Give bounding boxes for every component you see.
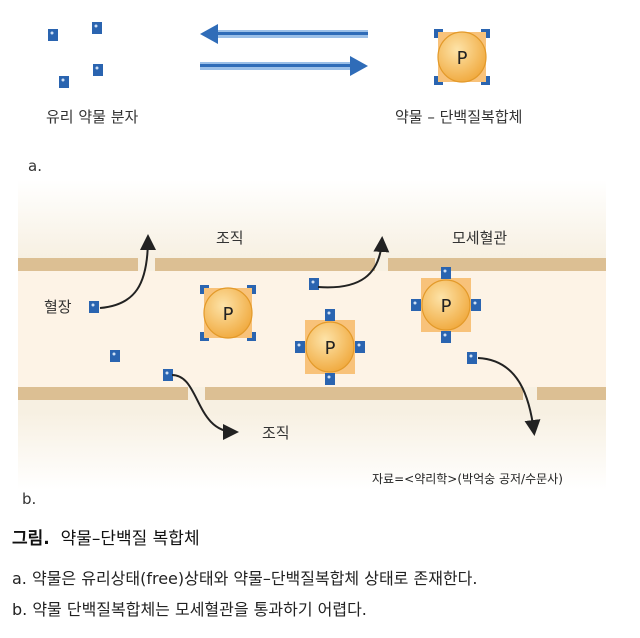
bound-drug-bracket [481, 76, 490, 85]
panel-a-letter: a. [28, 157, 42, 175]
caption-line-b: b. 약물 단백질복합체는 모세혈관을 통과하기 어렵다. [12, 600, 367, 619]
protein [437, 31, 487, 83]
drug-molecule [441, 331, 451, 343]
protein [421, 279, 471, 331]
drug-molecule [93, 64, 103, 76]
bound-drug-bracket [481, 29, 490, 38]
drug-molecule [355, 341, 365, 353]
drug-protein-complex: P [200, 285, 256, 341]
protein-letter: P [441, 296, 452, 317]
bound-drug-bracket [200, 332, 209, 341]
drug-protein-complex: P [295, 309, 365, 385]
source-credit: 자료=<약리학>(박억숭 공저/수문사) [372, 472, 563, 486]
complex-label: 약물 – 단백질복합체 [395, 108, 523, 126]
drug-molecule [295, 341, 305, 353]
drug-molecule [110, 350, 120, 362]
capillary-label: 모세혈관 [452, 229, 508, 247]
drug-molecule [467, 352, 477, 364]
drug-molecule [411, 299, 421, 311]
protein-letter: P [457, 48, 468, 69]
bound-drug-bracket [200, 285, 209, 294]
equilibrium-arrows [200, 24, 368, 76]
drug-molecule [309, 278, 319, 290]
figure-title-text: 약물–단백질 복합체 [60, 529, 200, 549]
bound-drug-bracket [247, 285, 256, 294]
caption-line-a: a. 약물은 유리상태(free)상태와 약물–단백질복합체 상태로 존재한다. [12, 569, 478, 588]
bound-drug-bracket [434, 29, 443, 38]
protein-letter: P [223, 304, 234, 325]
drug-molecule [89, 301, 99, 313]
figure-prefix: 그림. [12, 529, 50, 549]
transport-arrows [99, 234, 541, 440]
panel-b-letter: b. [22, 490, 37, 508]
tissue-bottom-label: 조직 [262, 424, 290, 442]
figure-title: 그림. 약물–단백질 복합체 [12, 524, 200, 549]
drug-molecule [325, 309, 335, 321]
free-drug-molecules [48, 22, 477, 381]
drug-molecule [48, 29, 58, 41]
bound-drug-bracket [247, 332, 256, 341]
protein-letter: P [325, 338, 336, 359]
protein [305, 321, 355, 373]
protein [203, 287, 253, 339]
drug-molecule [441, 267, 451, 279]
tissue-top-label: 조직 [216, 229, 244, 247]
drug-molecule [163, 369, 173, 381]
drug-molecule [325, 373, 335, 385]
drug-protein-complex: P [411, 267, 481, 343]
drug-molecule [59, 76, 69, 88]
drug-molecule [471, 299, 481, 311]
protein-complexes: P P P P [200, 29, 490, 385]
capillary-walls [18, 258, 606, 400]
plasma-label: 혈장 [44, 298, 72, 316]
free-drug-label: 유리 약물 분자 [46, 108, 139, 126]
drug-molecule [92, 22, 102, 34]
bound-drug-bracket [434, 76, 443, 85]
drug-protein-complex: P [434, 29, 490, 85]
